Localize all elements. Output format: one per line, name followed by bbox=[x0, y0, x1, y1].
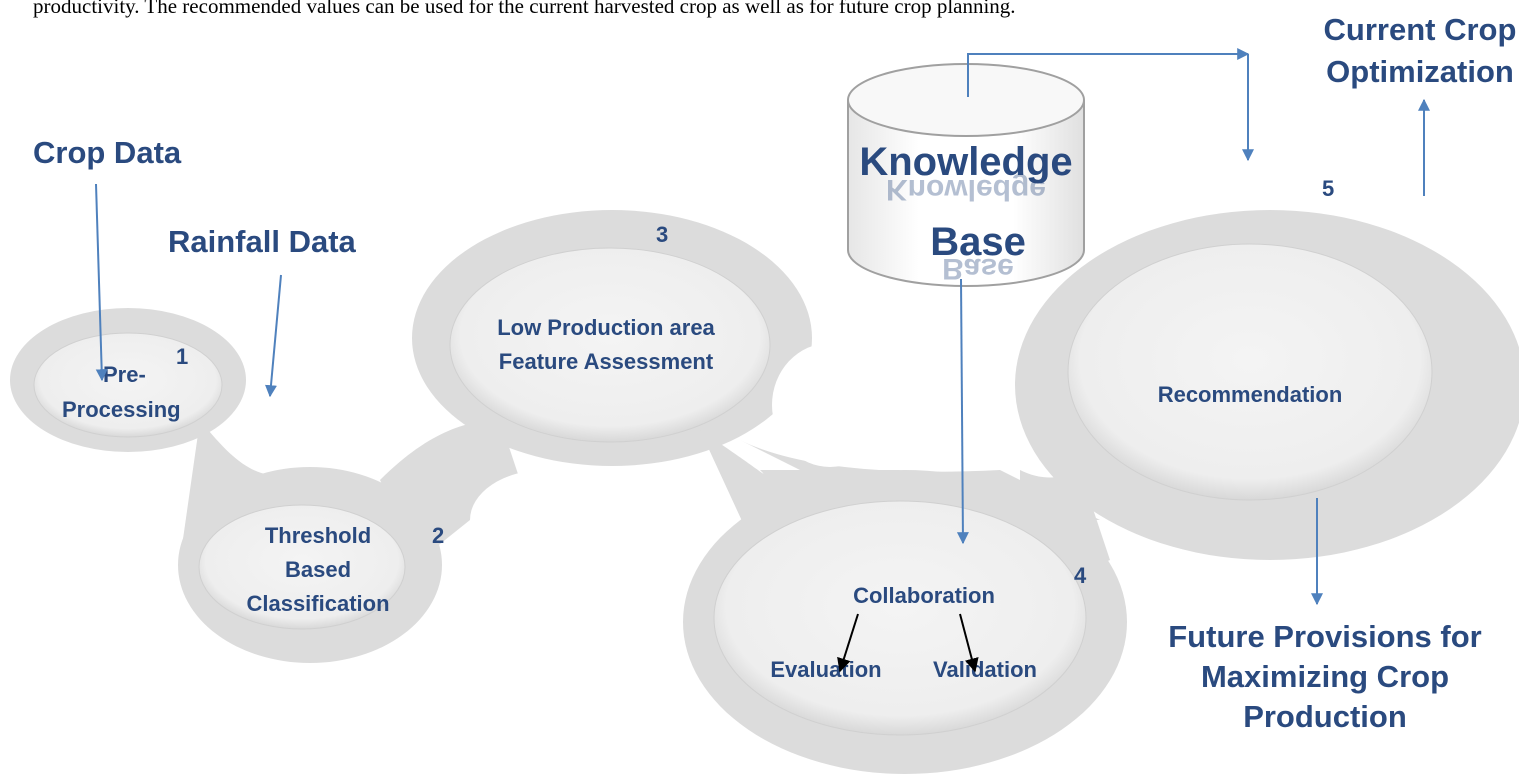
stage-1-line-1: Pre- bbox=[103, 362, 146, 387]
stage-3-line-1: Low Production area bbox=[497, 315, 715, 340]
blob-gaps bbox=[248, 343, 888, 570]
stage-2-line-2: Based bbox=[285, 557, 351, 582]
kb-to-collaboration-arrow bbox=[956, 278, 969, 545]
stage-1-bubble bbox=[33, 332, 223, 438]
stage-5-line-1: Recommendation bbox=[1158, 382, 1343, 407]
collab-to-validation-arrow bbox=[959, 613, 979, 673]
stage-4-title: Collaboration bbox=[853, 583, 995, 608]
stage-1-number: 1 bbox=[176, 344, 188, 369]
crop-data-arrow bbox=[95, 183, 108, 382]
crop-data-label: Crop Data bbox=[33, 135, 182, 170]
knowledge-base-cylinder bbox=[847, 63, 1085, 287]
stage-2-line-1: Threshold bbox=[265, 523, 371, 548]
stage-4-number: 4 bbox=[1074, 563, 1087, 588]
stage-3-bubble bbox=[449, 247, 771, 443]
kb-to-top-arrow bbox=[967, 48, 1250, 97]
caption-text: productivity. The recommended values can… bbox=[33, 0, 1016, 18]
base-label-reflection: Base bbox=[942, 252, 1014, 285]
stage-1-line-2: Processing bbox=[62, 397, 181, 422]
stage-2-number: 2 bbox=[432, 523, 444, 548]
knowledge-label-reflection: Knowledge bbox=[886, 173, 1046, 206]
future-provisions-line-2: Maximizing Crop bbox=[1201, 659, 1449, 694]
stage-2-bubble bbox=[198, 504, 406, 630]
collab-to-evaluation-arrow bbox=[837, 613, 859, 673]
stage-5-bubble bbox=[1067, 243, 1433, 501]
stage-2-line-3: Classification bbox=[246, 591, 389, 616]
stage-3-line-2: Feature Assessment bbox=[499, 349, 714, 374]
stage-3-number: 3 bbox=[656, 222, 668, 247]
current-crop-line-2: Optimization bbox=[1326, 54, 1514, 89]
stage-4-bubble bbox=[713, 500, 1087, 736]
future-provisions-line-3: Production bbox=[1243, 699, 1407, 734]
knowledge-label: Knowledge bbox=[859, 140, 1072, 184]
rainfall-data-arrow bbox=[265, 274, 282, 398]
base-label: Base bbox=[930, 220, 1026, 264]
rainfall-data-label: Rainfall Data bbox=[168, 224, 357, 259]
future-provisions-line-1: Future Provisions for bbox=[1168, 619, 1481, 654]
stage-5-number: 5 bbox=[1322, 176, 1334, 201]
stage-4-evaluation: Evaluation bbox=[770, 657, 881, 682]
stage-4-validation: Validation bbox=[933, 657, 1037, 682]
current-crop-line-1: Current Crop bbox=[1324, 12, 1517, 47]
